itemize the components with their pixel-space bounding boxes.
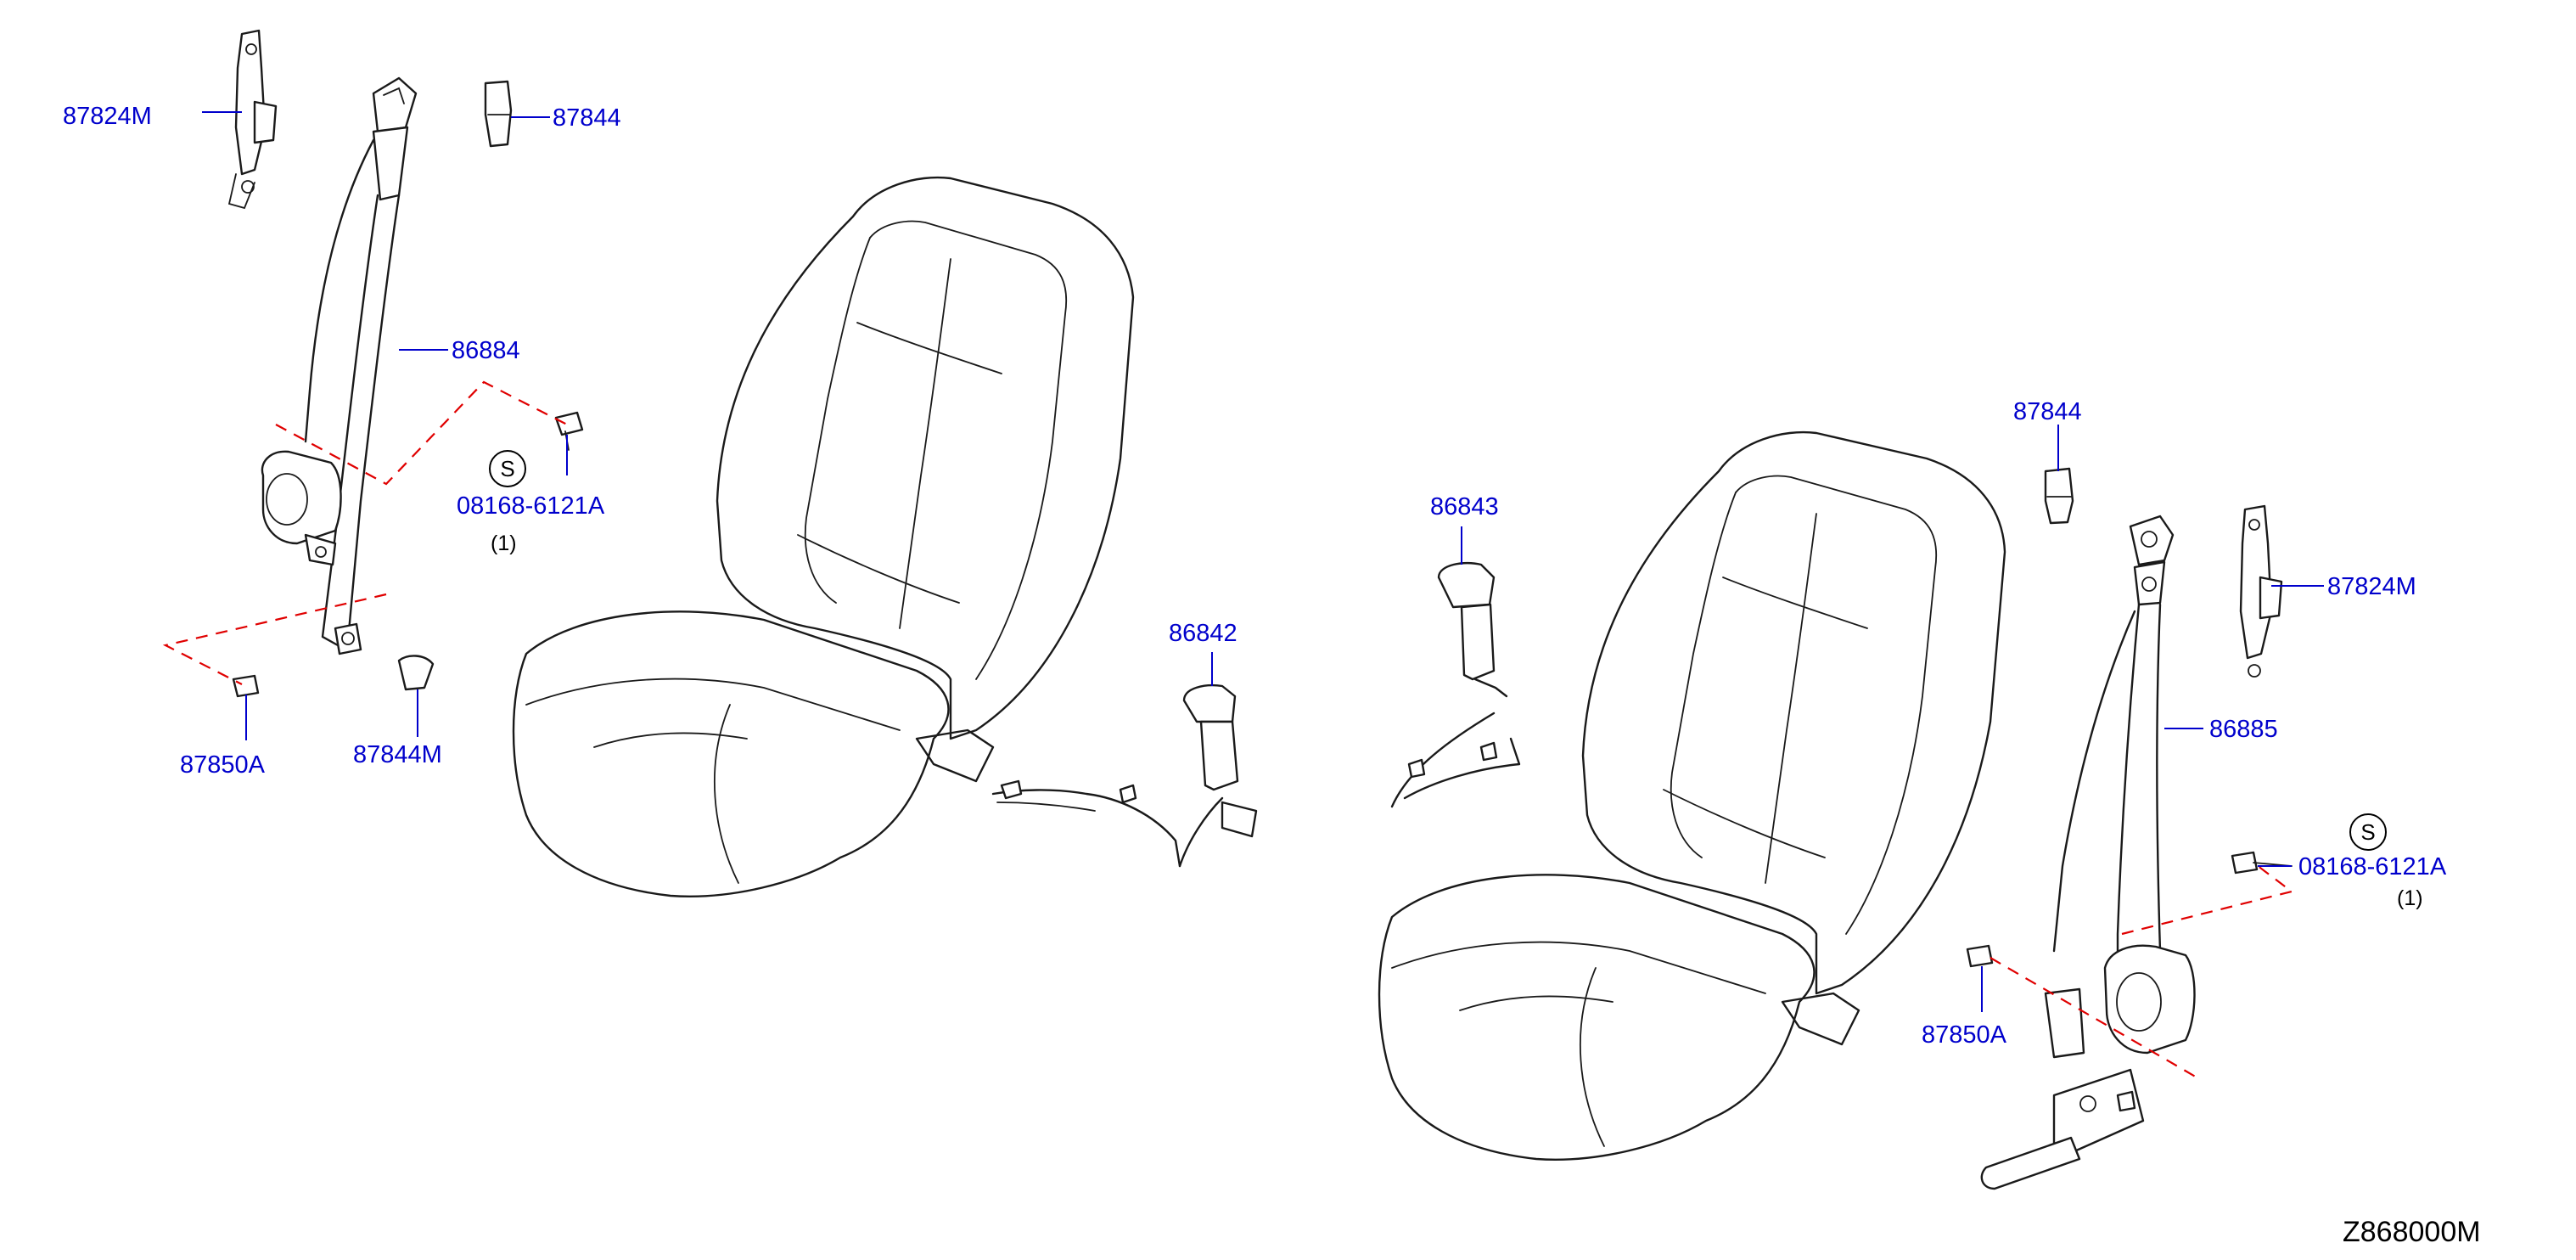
right-belt-assembly-86885 bbox=[1980, 515, 2196, 1190]
right-bolt-87850A bbox=[1966, 944, 1994, 968]
label-87850A-right: 87850A bbox=[1922, 1021, 2007, 1049]
s-mark-right: S bbox=[2360, 819, 2375, 845]
label-87844-left: 87844 bbox=[553, 104, 621, 132]
label-86843: 86843 bbox=[1430, 493, 1499, 520]
label-87824M-left: 87824M bbox=[63, 103, 152, 130]
label-86842: 86842 bbox=[1169, 620, 1237, 647]
label-08168-6121A-right: 08168-6121A bbox=[2298, 853, 2447, 880]
left-cover-87844M bbox=[397, 655, 435, 691]
buckle-86842 bbox=[991, 684, 1258, 868]
left-belt-assembly-86884 bbox=[261, 76, 418, 655]
right-upper-adjuster-87824M bbox=[2239, 504, 2283, 678]
label-87850A-left: 87850A bbox=[180, 751, 266, 779]
diagram-code: Z868000M bbox=[2343, 1216, 2481, 1248]
left-upper-adjuster-87824M bbox=[227, 29, 278, 210]
assembly-dash-lines bbox=[162, 380, 2294, 1079]
s-mark-left: S bbox=[500, 456, 514, 481]
qty-left: (1) bbox=[491, 532, 517, 555]
label-87844-right: 87844 bbox=[2013, 398, 2082, 425]
left-bolt-08168-6121A bbox=[554, 411, 584, 451]
qty-right: (1) bbox=[2397, 886, 2423, 910]
left-bolt-87850A bbox=[232, 674, 260, 698]
buckle-86843 bbox=[1390, 561, 1521, 808]
fastener-notes: S (1) S (1) bbox=[489, 450, 2423, 910]
label-87844M: 87844M bbox=[353, 741, 442, 768]
leader-lines bbox=[202, 111, 2324, 1012]
right-clip-87844 bbox=[2044, 467, 2074, 525]
right-seat bbox=[1378, 430, 2006, 1161]
s-mark-circle-left bbox=[489, 450, 526, 487]
label-86885: 86885 bbox=[2209, 716, 2278, 743]
part-labels: 87824M 87844 86884 08168-6121A 87850A 87… bbox=[63, 103, 2447, 1049]
label-87824M-right: 87824M bbox=[2327, 573, 2416, 600]
label-08168-6121A-left: 08168-6121A bbox=[457, 492, 605, 520]
label-86884: 86884 bbox=[452, 337, 520, 364]
s-mark-circle-right bbox=[2349, 813, 2387, 851]
left-seat bbox=[512, 176, 1135, 897]
left-clip-87844 bbox=[484, 80, 513, 148]
